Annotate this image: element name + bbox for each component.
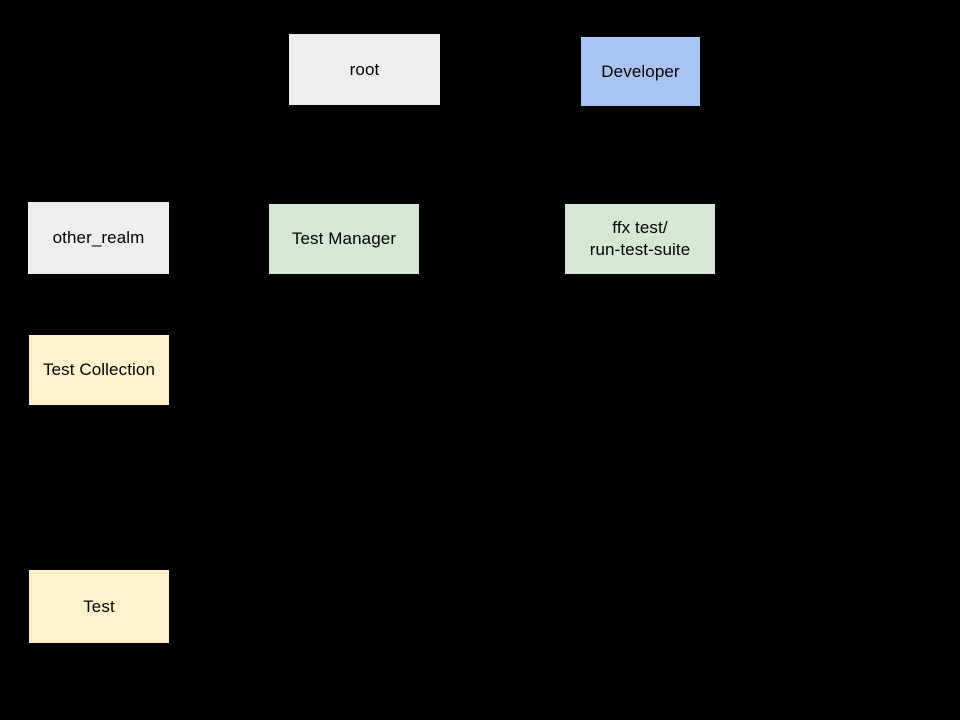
node-label-developer: Developer <box>601 61 680 81</box>
node-label-test: Test <box>83 596 115 616</box>
node-test-collection[interactable]: Test Collection <box>29 335 169 405</box>
node-test[interactable]: Test <box>29 570 169 643</box>
node-label-other-realm: other_realm <box>52 228 145 248</box>
node-ffx-test-run-test-suite[interactable]: ffx test/ run-test-suite <box>565 204 715 274</box>
node-label-test-manager: Test Manager <box>291 229 397 249</box>
node-label-test-collection: Test Collection <box>42 360 156 380</box>
node-test-manager[interactable]: Test Manager <box>269 204 419 274</box>
node-root[interactable]: root <box>289 34 440 105</box>
node-label-ffx-test-run-test-suite: ffx test/ run-test-suite <box>589 218 691 259</box>
node-developer[interactable]: Developer <box>581 37 700 106</box>
node-other-realm[interactable]: other_realm <box>28 202 169 274</box>
node-label-root: root <box>349 59 380 79</box>
